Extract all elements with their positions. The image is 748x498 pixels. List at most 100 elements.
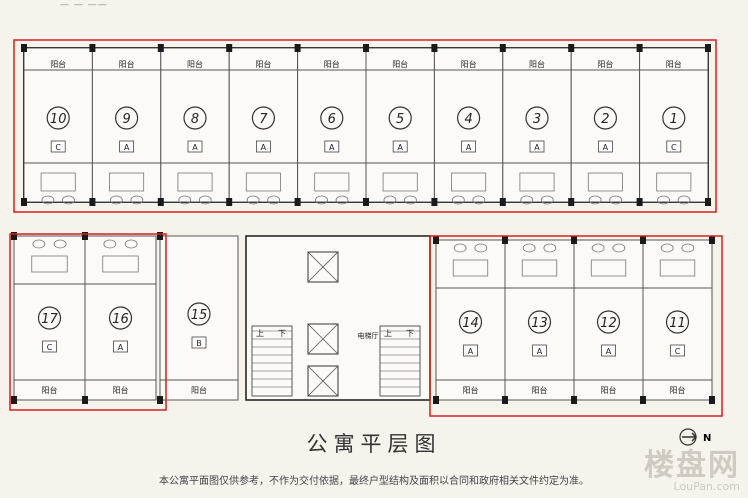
- wall-column: [705, 44, 711, 52]
- unit-room: [642, 239, 713, 401]
- unit-number-circle: [458, 310, 483, 334]
- unit-number: 10: [50, 112, 67, 127]
- unit-number-circle: [46, 106, 70, 130]
- unit-number-circle: [527, 310, 552, 334]
- toilet-icon: [103, 239, 117, 249]
- bathroom-fixture: [590, 259, 627, 277]
- unit-room: [13, 235, 86, 401]
- unit-type-box: [463, 344, 478, 357]
- sink-icon: [543, 243, 557, 253]
- stairwell-right: [379, 325, 421, 397]
- elevator-cross: [307, 323, 339, 355]
- balcony-label: 阳台: [529, 59, 545, 69]
- wall-column: [11, 396, 17, 404]
- balcony-label: 阳台: [42, 385, 58, 395]
- unit-room: [435, 239, 506, 401]
- unit-number: 3: [533, 112, 541, 127]
- unit-number-circle: [596, 310, 621, 334]
- unit-type-box: [324, 140, 340, 153]
- wall-column: [499, 198, 506, 206]
- unit-type: C: [675, 347, 681, 356]
- wall-column: [294, 44, 301, 52]
- toilet-icon: [383, 195, 397, 205]
- unit-number-circle: [183, 106, 207, 130]
- unit-type: A: [537, 347, 543, 356]
- unit-room: [504, 239, 575, 401]
- unit-number: 15: [191, 308, 208, 323]
- balcony-label: 阳台: [597, 59, 613, 69]
- wall-column: [11, 232, 17, 240]
- unit-type: A: [534, 143, 540, 152]
- wall-column: [568, 44, 575, 52]
- unit-room: [297, 47, 367, 203]
- north-arrow-icon: N: [679, 428, 711, 446]
- bathroom-fixture: [245, 172, 281, 192]
- unit-number-circle: [665, 310, 690, 334]
- unit-type-box: [670, 344, 685, 357]
- balcony-label: 阳台: [532, 385, 548, 395]
- plan-title: 公寓平层图: [306, 432, 442, 456]
- unit-type: A: [397, 143, 403, 152]
- toilet-icon: [32, 239, 46, 249]
- toilet-icon: [453, 243, 467, 253]
- elevator-cross: [307, 251, 339, 283]
- wall-column: [709, 236, 715, 244]
- unit-number: 1: [670, 112, 678, 127]
- unit-type-box: [42, 340, 57, 353]
- sink-icon: [62, 195, 75, 205]
- balcony-label: 阳台: [601, 385, 617, 395]
- unit-type: A: [261, 143, 267, 152]
- balcony-label: 阳台: [392, 59, 408, 69]
- bathroom-fixture: [521, 259, 558, 277]
- bathroom-fixture: [519, 172, 555, 192]
- unit-number: 7: [259, 112, 268, 127]
- unit-type-box: [598, 140, 613, 153]
- unit-number: 16: [112, 312, 129, 327]
- unit-number: 14: [462, 316, 479, 331]
- wall-column: [502, 396, 508, 404]
- elevator-cross: [307, 365, 339, 397]
- unit-type-box: [601, 344, 616, 357]
- unit-number-circle: [187, 302, 211, 326]
- unit-type: A: [603, 143, 609, 152]
- wall-column: [82, 232, 88, 240]
- bathroom-fixture: [659, 259, 696, 277]
- unit-type-box: [119, 140, 134, 153]
- sink-icon: [53, 239, 67, 249]
- unit-type: A: [329, 143, 335, 152]
- unit-type-box: [532, 344, 547, 357]
- unit-number-circle: [593, 106, 618, 130]
- unit-number: 13: [531, 316, 548, 331]
- unit-type-box: [529, 140, 545, 153]
- wall-column: [571, 396, 577, 404]
- wall-column: [157, 44, 164, 52]
- wall-column: [89, 198, 96, 206]
- wall-column: [571, 236, 577, 244]
- unit-room: [159, 235, 239, 401]
- sink-icon: [124, 239, 138, 249]
- toilet-icon: [41, 195, 55, 205]
- bathroom-fixture: [314, 172, 350, 192]
- unit-type: A: [118, 343, 124, 352]
- wall-column: [636, 44, 643, 52]
- compass-label: N: [703, 433, 711, 444]
- balcony-label: 阳台: [191, 385, 207, 395]
- elevator-shaft: [307, 365, 339, 397]
- toilet-icon: [109, 195, 123, 205]
- unit-room: [160, 47, 230, 203]
- unit-number: 2: [601, 112, 609, 127]
- disclaimer-text: 本公寓平面图仅供参考，不作为交付依据，最终户型结构及面积以合同和政府相关文件约定…: [159, 476, 589, 487]
- wall-column: [499, 44, 506, 52]
- unit-type: A: [192, 143, 198, 152]
- bathroom-fixture: [109, 172, 145, 192]
- elevator-hall-label: 电梯厅: [358, 331, 379, 340]
- sink-icon: [474, 243, 488, 253]
- top-cropped-text: — — ——: [60, 0, 108, 10]
- unit-number-circle: [108, 306, 133, 330]
- unit-number: 4: [464, 112, 472, 127]
- toilet-icon: [522, 243, 536, 253]
- unit-type: A: [466, 143, 472, 152]
- unit-number-circle: [388, 106, 412, 130]
- wall-column: [431, 44, 438, 52]
- wall-column: [640, 396, 646, 404]
